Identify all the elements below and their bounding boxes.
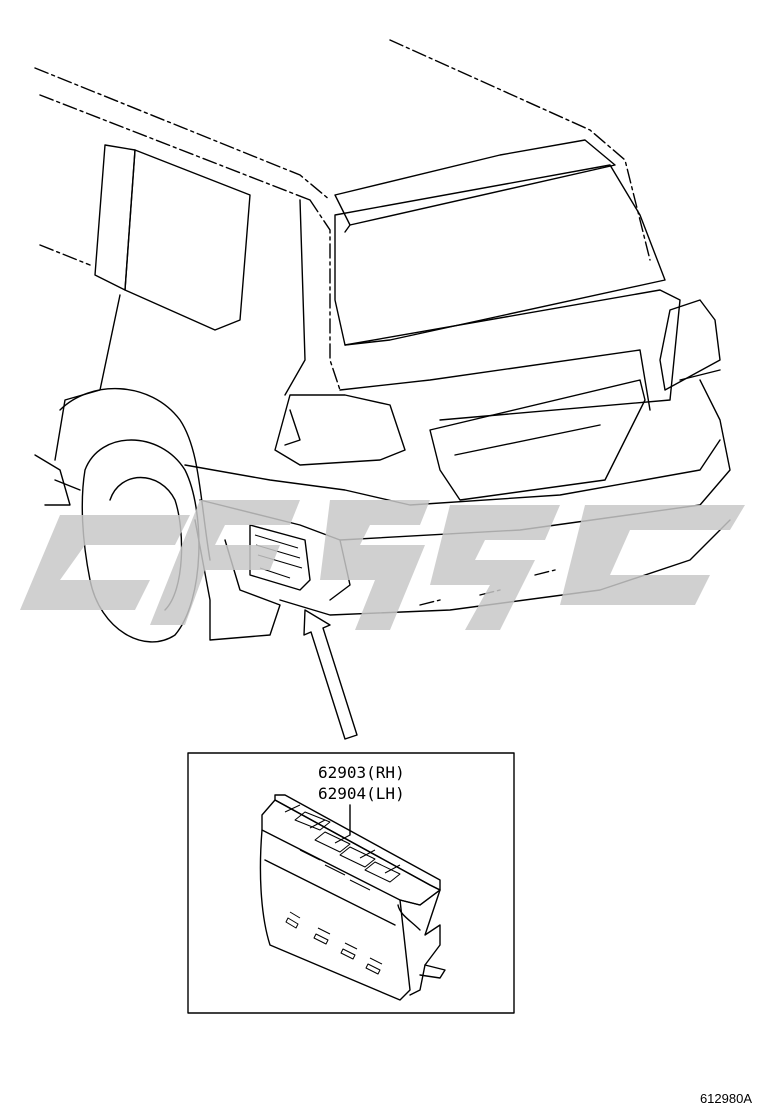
part-number-lh: 62904(LH) — [318, 784, 405, 803]
watermark-logo — [20, 500, 745, 630]
detail-callout-box: 62903(RH) 62904(LH) — [187, 752, 515, 1014]
figure-code: 612980A — [699, 1091, 752, 1106]
pointer-arrow — [303, 609, 358, 740]
part-number-rh: 62903(RH) — [318, 763, 405, 782]
vehicle-rear-illustration — [34, 39, 731, 643]
bumper-bracket-part — [259, 794, 446, 1001]
